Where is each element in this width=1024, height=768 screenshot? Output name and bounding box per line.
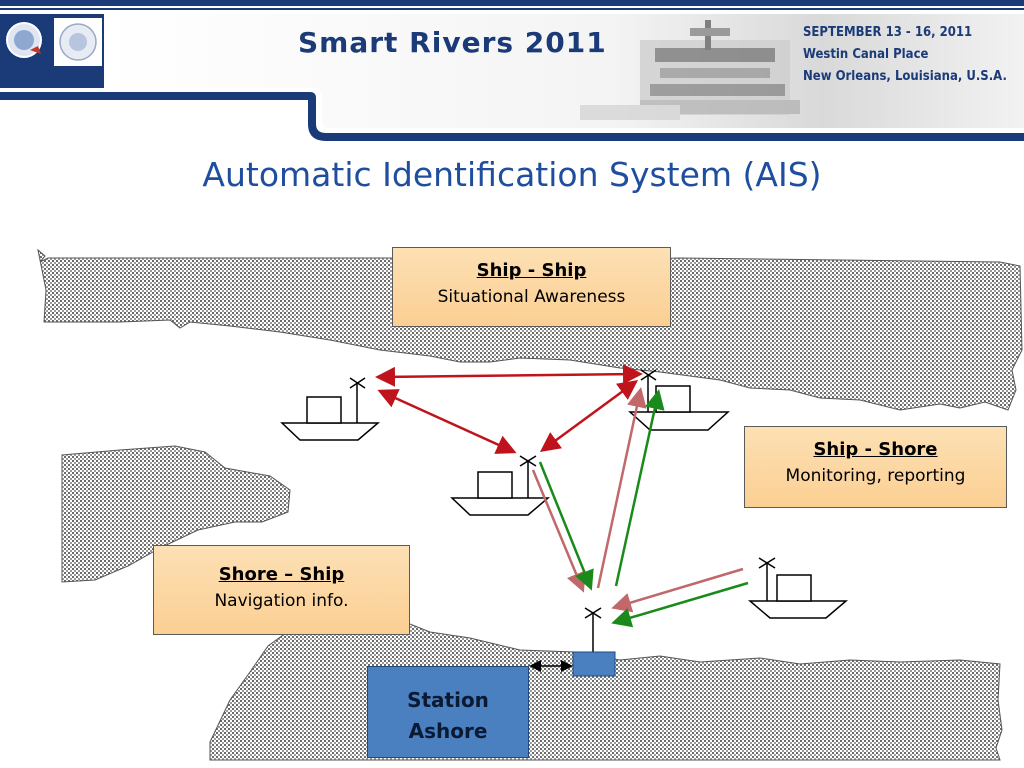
ship-middle bbox=[450, 455, 551, 516]
shore-ship-arrow-to-mid bbox=[531, 469, 586, 593]
shore-ship-box: Shore – Ship Navigation info. bbox=[153, 545, 410, 635]
conference-banner: Smart Rivers 2011 SEPTEMBER 13 - 16, 201… bbox=[0, 0, 1024, 145]
ship-shore-text: Monitoring, reporting bbox=[785, 466, 966, 486]
left-shore-landmass bbox=[61, 445, 291, 583]
upper-shore-landmass bbox=[37, 248, 1023, 411]
ship-bottom-right bbox=[747, 557, 849, 619]
banner-location: New Orleans, Louisiana, U.S.A. bbox=[803, 69, 1007, 84]
ship-shore-arrow-from-mid bbox=[538, 461, 594, 591]
shore-ship-heading: Shore – Ship bbox=[218, 564, 345, 585]
shore-transponder-unit bbox=[572, 651, 616, 677]
ship-shore-arrow-from-bottomright bbox=[611, 581, 749, 628]
slide-title: Automatic Identification System (AIS) bbox=[202, 155, 822, 194]
shore-ship-text: Navigation info. bbox=[214, 591, 349, 611]
ship-ship-arrow-right bbox=[539, 380, 639, 452]
shore-ship-arrow-to-bottomright bbox=[611, 567, 744, 613]
lower-shore-landmass bbox=[209, 619, 1003, 761]
banner-dates: SEPTEMBER 13 - 16, 2011 bbox=[803, 25, 973, 40]
shore-ship-arrow-to-topright bbox=[596, 387, 647, 589]
ship-top-left bbox=[280, 377, 381, 441]
shore-antenna bbox=[584, 607, 602, 652]
ship-ship-box: Ship - Ship Situational Awareness bbox=[392, 247, 671, 327]
ship-shore-arrow-from-topright bbox=[614, 389, 665, 587]
ship-shore-box: Ship - Shore Monitoring, reporting bbox=[744, 426, 1007, 508]
banner-venue: Westin Canal Place bbox=[803, 47, 929, 62]
station-line1: Station bbox=[407, 688, 489, 712]
station-ashore-box: Station Ashore bbox=[367, 666, 529, 758]
towboat-image bbox=[580, 20, 800, 120]
ship-ship-text: Situational Awareness bbox=[437, 287, 626, 307]
banner-graphic bbox=[0, 0, 1024, 145]
banner-title: Smart Rivers 2011 bbox=[298, 26, 607, 59]
station-line2: Ashore bbox=[408, 719, 488, 743]
ship-ship-heading: Ship - Ship bbox=[476, 260, 587, 281]
ship-ship-arrow-left bbox=[377, 389, 517, 454]
ship-ship-arrow-top bbox=[375, 364, 643, 387]
ship-shore-heading: Ship - Shore bbox=[813, 439, 938, 460]
